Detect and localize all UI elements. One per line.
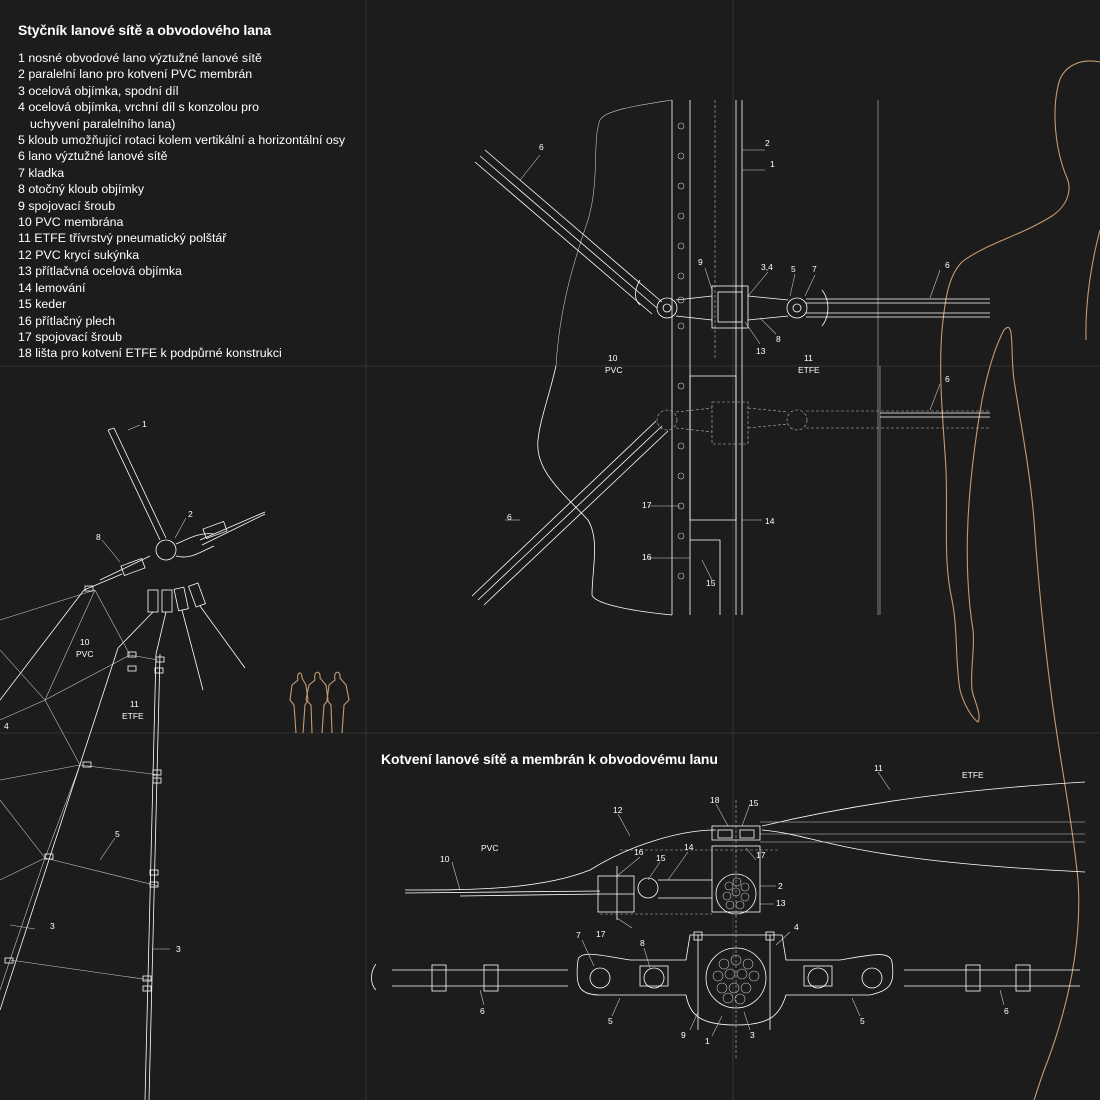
net-callout-8: 8 [96, 532, 101, 542]
human-figure-outline [940, 60, 1100, 1100]
material-pvc: PVC [605, 365, 622, 375]
anchor-callout-5a: 5 [608, 1016, 613, 1026]
legend-item: 12 PVC krycí sukýnka [18, 247, 140, 262]
net-material-pvc-num: 10 [80, 637, 90, 647]
callout-13: 13 [756, 346, 766, 356]
callout-6d: 6 [507, 512, 512, 522]
legend-item: 11 ETFE třívrstvý pneumatický polštář [18, 231, 227, 246]
scale-human-figures [289, 671, 350, 734]
callout-5: 5 [791, 264, 796, 274]
legend-item: 17 spojovací šroub [18, 329, 123, 344]
legend-item: 5 kloub umožňující rotaci kolem vertikál… [18, 133, 346, 148]
net-material-etfe: ETFE [122, 711, 144, 721]
legend-item: 6 lano výztužné lanové sítě [18, 149, 168, 164]
callout-3-4: 3,4 [761, 262, 773, 272]
anchor-callout-6a: 6 [480, 1006, 485, 1016]
anchor-callout-4: 4 [794, 922, 799, 932]
legend-list: 1 nosné obvodové lano výztužné lanové sí… [18, 50, 345, 362]
callout-9: 9 [698, 257, 703, 267]
legend-item: 16 přítlačný plech [18, 313, 116, 328]
node-detail-drawing: 2 1 6 9 3,4 5 7 8 13 6 6 17 16 14 15 6 1… [471, 99, 990, 616]
callout-17: 17 [642, 500, 652, 510]
callout-16: 16 [642, 552, 652, 562]
anchor-callout-10: 10 [440, 854, 450, 864]
anchoring-title: Kotvení lanové sítě a membrán k obvodové… [381, 751, 718, 767]
net-callout-4: 4 [4, 721, 9, 731]
anchor-callout-17a: 17 [756, 850, 766, 860]
anchor-callout-14: 14 [684, 842, 694, 852]
legend-item: 2 paralelní lano pro kotvení PVC membrán [18, 67, 253, 82]
anchor-callout-15b: 15 [656, 853, 666, 863]
main-title: Styčník lanové sítě a obvodového lana [18, 22, 272, 38]
legend-item: 1 nosné obvodové lano výztužné lanové sí… [18, 51, 262, 65]
anchor-callout-17b: 17 [596, 929, 606, 939]
callout-14: 14 [765, 516, 775, 526]
anchor-callout-8: 8 [640, 938, 645, 948]
anchor-callout-12: 12 [613, 805, 623, 815]
callout-8: 8 [776, 334, 781, 344]
anchor-callout-13: 13 [776, 898, 786, 908]
anchor-callout-6b: 6 [1004, 1006, 1009, 1016]
legend-item: 13 přítlačvná ocelová objímka [18, 264, 182, 279]
callout-1: 1 [770, 159, 775, 169]
anchoring-section-drawing: 11 ETFE 12 PVC 10 18 15 16 15 14 17 2 13… [371, 763, 1086, 1060]
material-etfe-num: 11 [804, 353, 813, 363]
callout-7: 7 [812, 264, 817, 274]
anchor-callout-7: 7 [576, 930, 581, 940]
callout-6: 6 [539, 142, 544, 152]
net-callout-1: 1 [142, 419, 147, 429]
material-pvc-num: 10 [608, 353, 618, 363]
anchor-callout-9: 9 [681, 1030, 686, 1040]
callout-6b: 6 [945, 260, 950, 270]
anchor-callout-1: 1 [705, 1036, 710, 1046]
anchor-material-etfe: ETFE [962, 770, 984, 780]
anchor-callout-18: 18 [710, 795, 720, 805]
callout-2: 2 [765, 138, 770, 148]
anchor-callout-2: 2 [778, 881, 783, 891]
callout-6c: 6 [945, 374, 950, 384]
legend-item: 10 PVC membrána [18, 215, 124, 230]
anchoring-leaders [451, 771, 1005, 1037]
legend-item: 3 ocelová objímka, spodní díl [18, 83, 179, 98]
legend-item: 7 kladka [18, 165, 65, 180]
cable-net-overview: 1 2 8 4 5 3 3 10 PVC 11 ETFE [0, 419, 266, 1100]
legend-item: 18 lišta pro kotvení ETFE k podpůrné kon… [18, 346, 282, 361]
legend-item: 14 lemování [18, 280, 86, 295]
panel-hexagons [677, 122, 685, 580]
legend-item: 15 keder [18, 297, 67, 312]
anchor-callout-11: 11 [874, 763, 883, 773]
material-etfe: ETFE [798, 365, 820, 375]
net-material-pvc: PVC [76, 649, 93, 659]
net-callout-3a: 3 [50, 921, 55, 931]
anchor-material-pvc: PVC [481, 843, 498, 853]
net-callout-3b: 3 [176, 944, 181, 954]
anchor-callout-5b: 5 [860, 1016, 865, 1026]
legend-item: 9 spojovací šroub [18, 198, 116, 213]
anchor-callout-16: 16 [634, 847, 644, 857]
net-callout-2: 2 [188, 509, 193, 519]
node-detail-leaders [505, 149, 941, 581]
net-clamps [4, 585, 165, 992]
anchor-callout-15a: 15 [749, 798, 759, 808]
net-grid [0, 589, 161, 1100]
anchor-callout-3: 3 [750, 1030, 755, 1040]
net-callout-5: 5 [115, 829, 120, 839]
callout-15: 15 [706, 578, 716, 588]
net-material-etfe-num: 11 [130, 699, 139, 709]
legend-item: uchyvení paralelního lana) [30, 116, 176, 131]
legend-item: 8 otočný kloub objímky [18, 182, 145, 197]
legend-item: 4 ocelová objímka, vrchní díl s konzolou… [18, 100, 260, 115]
